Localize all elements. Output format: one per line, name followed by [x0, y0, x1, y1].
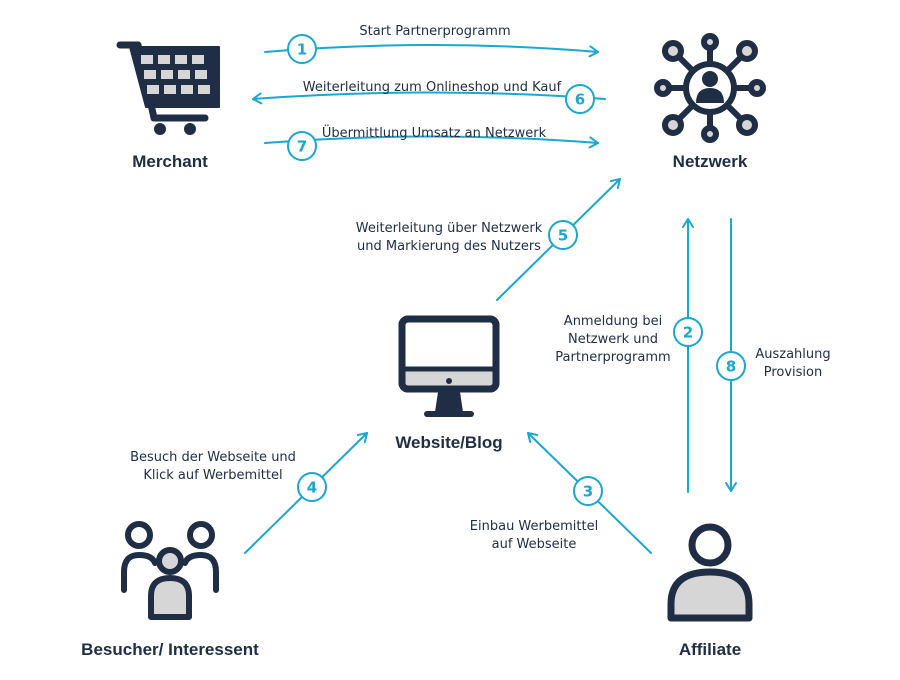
besucher-label: Besucher/ Interessent — [81, 640, 259, 659]
svg-text:7: 7 — [297, 138, 307, 156]
svg-text:1: 1 — [297, 41, 307, 59]
step-4-label: Besuch der Webseite und Klick auf Werbem… — [130, 450, 296, 483]
svg-text:Netzwerk und: Netzwerk und — [568, 332, 658, 347]
svg-text:Weiterleitung über Netzwerk: Weiterleitung über Netzwerk — [356, 221, 543, 236]
svg-text:Auszahlung: Auszahlung — [755, 347, 830, 362]
merchant-label: Merchant — [132, 152, 208, 171]
affiliate-label: Affiliate — [679, 640, 741, 659]
svg-text:4: 4 — [307, 479, 317, 497]
svg-text:Klick auf Werbemittel: Klick auf Werbemittel — [143, 468, 282, 483]
svg-text:8: 8 — [726, 358, 736, 376]
step-7-label: Übermittlung Umsatz an Netzwerk — [322, 124, 547, 141]
visitors-group-icon — [121, 521, 219, 620]
netzwerk-label: Netzwerk — [673, 152, 748, 171]
svg-text:3: 3 — [583, 483, 593, 501]
arrow-step-6 — [252, 91, 606, 105]
svg-text:Provision: Provision — [764, 365, 823, 380]
step-badge-3: 3 — [573, 476, 603, 506]
step-3-label: Einbau Werbemittel auf Webseite — [470, 519, 598, 552]
svg-text:Anmeldung bei: Anmeldung bei — [564, 314, 662, 329]
step-badge-2: 2 — [673, 317, 703, 347]
step-6-label: Weiterleitung zum Onlineshop und Kauf — [303, 80, 562, 95]
svg-text:6: 6 — [575, 91, 585, 109]
step-5-label: Weiterleitung über Netzwerk und Markieru… — [356, 221, 543, 254]
step-badge-1: 1 — [287, 34, 317, 64]
step-8-label: Auszahlung Provision — [755, 347, 830, 380]
svg-text:5: 5 — [558, 227, 568, 245]
svg-text:2: 2 — [683, 324, 693, 342]
step-badge-6: 6 — [565, 84, 595, 114]
svg-text:und Markierung des Nutzers: und Markierung des Nutzers — [357, 239, 541, 254]
monitor-icon — [398, 315, 500, 417]
step-badge-5: 5 — [548, 220, 578, 250]
step-badge-7: 7 — [287, 131, 317, 161]
shopping-cart-icon — [116, 41, 220, 135]
step-badge-4: 4 — [297, 472, 327, 502]
network-icon — [654, 33, 766, 143]
website-label: Website/Blog — [395, 433, 502, 452]
svg-text:Besuch der Webseite und: Besuch der Webseite und — [130, 450, 296, 465]
step-1-label: Start Partnerprogramm — [359, 24, 510, 39]
svg-text:Partnerprogramm: Partnerprogramm — [555, 350, 670, 365]
step-badge-8: 8 — [716, 351, 746, 381]
svg-text:Einbau Werbemittel: Einbau Werbemittel — [470, 519, 598, 534]
svg-text:auf Webseite: auf Webseite — [492, 537, 577, 552]
step-2-label: Anmeldung bei Netzwerk und Partnerprogra… — [555, 314, 670, 365]
user-icon — [667, 523, 753, 622]
